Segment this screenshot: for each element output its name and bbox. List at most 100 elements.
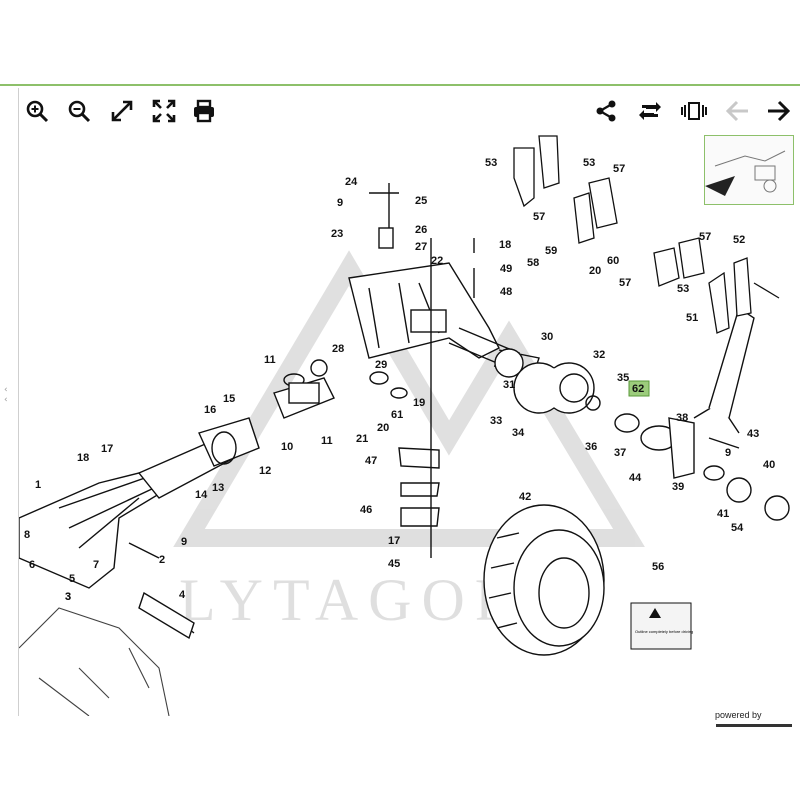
- callout-8[interactable]: 8: [24, 529, 30, 541]
- callout-32[interactable]: 32: [593, 349, 605, 361]
- zoom-out-icon: [68, 100, 91, 123]
- expand-icon: [111, 100, 133, 122]
- callout-53[interactable]: 53: [485, 157, 497, 169]
- callout-54[interactable]: 54: [731, 522, 744, 534]
- callout-15[interactable]: 15: [223, 393, 235, 405]
- callout-42[interactable]: 42: [519, 491, 531, 503]
- callout-51[interactable]: 51: [686, 312, 698, 324]
- callout-30[interactable]: 30: [541, 331, 553, 343]
- callout-57[interactable]: 57: [699, 231, 711, 243]
- view-mode-button[interactable]: [679, 96, 709, 126]
- callout-38[interactable]: 38: [676, 412, 688, 424]
- callout-53[interactable]: 53: [677, 283, 689, 295]
- callout-39[interactable]: 39: [672, 481, 684, 493]
- callout-29[interactable]: 29: [375, 359, 387, 371]
- callout-22[interactable]: 22: [431, 255, 443, 267]
- callout-49[interactable]: 49: [500, 263, 512, 275]
- callout-1[interactable]: 1: [35, 479, 41, 491]
- refresh-icon: [639, 102, 661, 120]
- callout-57[interactable]: 57: [619, 277, 631, 289]
- callout-56[interactable]: 56: [652, 561, 664, 573]
- callout-37[interactable]: 37: [614, 447, 626, 459]
- callout-58[interactable]: 58: [527, 257, 539, 269]
- zoom-in-icon: [26, 100, 49, 123]
- callout-34[interactable]: 34: [512, 427, 525, 439]
- callout-47[interactable]: 47: [365, 455, 377, 467]
- callout-13[interactable]: 13: [212, 482, 224, 494]
- callout-62[interactable]: 62: [632, 383, 644, 395]
- callout-33[interactable]: 33: [490, 415, 502, 427]
- callout-60[interactable]: 60: [607, 255, 619, 267]
- chassis-outline: [19, 607, 170, 716]
- top-strip: [0, 0, 800, 86]
- callout-44[interactable]: 44: [629, 472, 642, 484]
- callout-3[interactable]: 3: [65, 591, 71, 603]
- callout-27[interactable]: 27: [415, 241, 427, 253]
- callout-5[interactable]: 5: [69, 573, 75, 585]
- callout-9[interactable]: 9: [181, 536, 187, 548]
- callout-14[interactable]: 14: [195, 489, 208, 501]
- callout-31[interactable]: 31: [503, 379, 515, 391]
- callout-59[interactable]: 59: [545, 245, 557, 257]
- callout-53[interactable]: 53: [583, 157, 595, 169]
- callout-20[interactable]: 20: [377, 422, 389, 434]
- share-button[interactable]: [591, 96, 621, 126]
- zoom-in-button[interactable]: [22, 96, 52, 126]
- side-panel-handle[interactable]: ‹‹: [4, 385, 8, 405]
- callout-3[interactable]: 3: [65, 591, 71, 603]
- callout-10[interactable]: 10: [281, 441, 293, 453]
- callout-26[interactable]: 26: [415, 224, 427, 236]
- fit-button[interactable]: [107, 96, 137, 126]
- highlighted-callout-box[interactable]: [628, 380, 650, 397]
- wheel: [483, 504, 605, 656]
- callout-48[interactable]: 48: [500, 286, 512, 298]
- callout-24[interactable]: 24: [345, 176, 358, 188]
- callout-36[interactable]: 36: [585, 441, 597, 453]
- callout-21[interactable]: 21: [356, 433, 368, 445]
- callout-4[interactable]: 4: [179, 589, 186, 601]
- callout-52[interactable]: 52: [733, 234, 745, 246]
- print-button[interactable]: [189, 96, 219, 126]
- callout-11[interactable]: 11: [321, 435, 333, 447]
- callout-9[interactable]: 9: [725, 447, 731, 459]
- share-icon: [596, 100, 616, 122]
- callout-41[interactable]: 41: [717, 508, 729, 520]
- callout-28[interactable]: 28: [332, 343, 344, 355]
- callout-6[interactable]: 6: [29, 559, 35, 571]
- powered-by-text: powered by: [715, 710, 762, 720]
- callout-9[interactable]: 9: [337, 197, 343, 209]
- callout-25[interactable]: 25: [415, 195, 427, 207]
- callout-7[interactable]: 7: [93, 559, 99, 571]
- callout-12[interactable]: 12: [259, 465, 271, 477]
- callout-16[interactable]: 16: [204, 404, 216, 416]
- callout-40[interactable]: 40: [763, 459, 775, 471]
- callout-35[interactable]: 35: [617, 372, 629, 384]
- callout-46[interactable]: 46: [360, 504, 372, 516]
- bracket-plates: [513, 135, 780, 334]
- diagram-thumbnail[interactable]: [704, 135, 794, 205]
- callout-57[interactable]: 57: [533, 211, 545, 223]
- callout-11[interactable]: 11: [264, 354, 276, 366]
- callout-18[interactable]: 18: [499, 239, 511, 251]
- callout-23[interactable]: 23: [331, 228, 343, 240]
- callout-18[interactable]: 18: [77, 452, 89, 464]
- diagram-viewer[interactable]: LYTAGORA: [18, 88, 800, 716]
- powered-by-logo[interactable]: [716, 724, 792, 727]
- rotate-button[interactable]: [635, 96, 665, 126]
- callout-17[interactable]: 17: [101, 443, 113, 455]
- callout-19[interactable]: 19: [413, 397, 425, 409]
- callout-17[interactable]: 17: [388, 535, 400, 547]
- fullscreen-button[interactable]: [149, 96, 179, 126]
- printer-icon: [194, 99, 214, 123]
- warning-decal: Outline completely before driving: [630, 602, 693, 650]
- zoom-out-button[interactable]: [64, 96, 94, 126]
- next-button[interactable]: [763, 96, 793, 126]
- axle-assembly: [19, 183, 790, 640]
- callout-57[interactable]: 57: [613, 163, 625, 175]
- callout-20[interactable]: 20: [589, 265, 601, 277]
- callout-43[interactable]: 43: [747, 428, 759, 440]
- callout-61[interactable]: 61: [391, 409, 403, 421]
- prev-button[interactable]: [723, 96, 753, 126]
- callout-45[interactable]: 45: [388, 558, 400, 570]
- callout-2[interactable]: 2: [159, 554, 165, 566]
